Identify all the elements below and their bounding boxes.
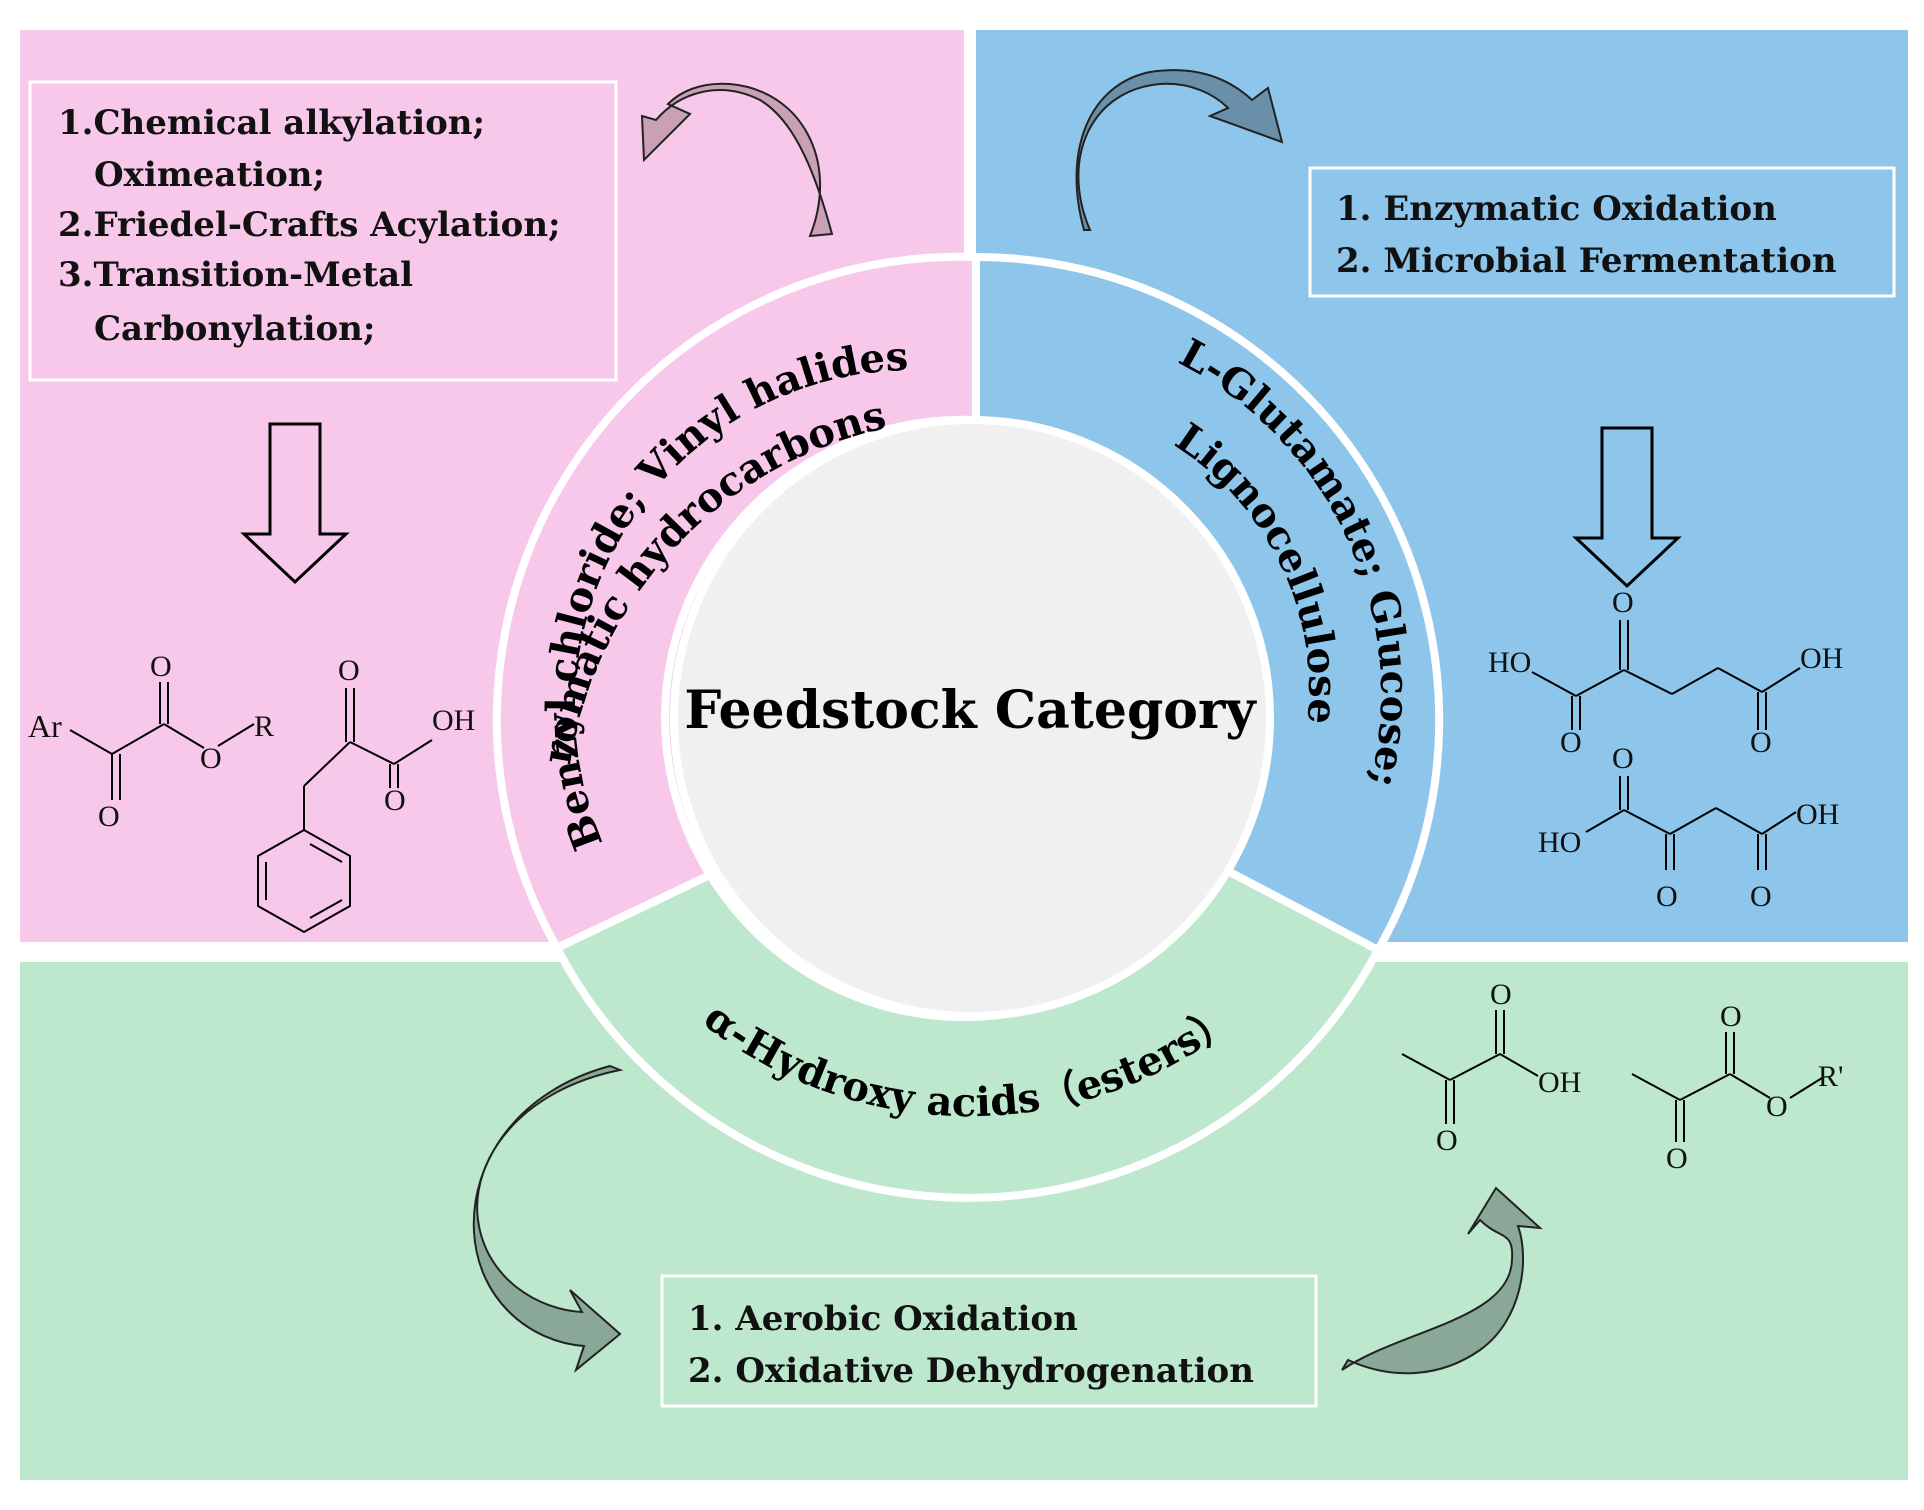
blue-method-box bbox=[1308, 166, 1896, 298]
atom-oh-green: OH bbox=[1538, 1066, 1581, 1099]
atom-o-green-4: O bbox=[1666, 1142, 1688, 1175]
atom-ho-blue-2: HO bbox=[1538, 826, 1581, 859]
atom-o-green-2: O bbox=[1436, 1124, 1458, 1157]
atom-o-blue-5: O bbox=[1656, 880, 1678, 913]
atom-o-blue-4: O bbox=[1612, 742, 1634, 775]
down-arrow-blue bbox=[1572, 426, 1682, 589]
atom-oh-blue-1: OH bbox=[1800, 642, 1843, 675]
atom-o-pink-4: O bbox=[338, 654, 360, 687]
ring-sector-pink bbox=[492, 252, 980, 954]
curved-arrow-pink bbox=[640, 82, 834, 238]
center-circle bbox=[670, 416, 1274, 1020]
phenylpyruvic-acid-structure bbox=[257, 688, 433, 934]
green-method-2: 2. Oxidative Dehydrogenation bbox=[688, 1351, 1254, 1391]
blue-method-1: 1. Enzymatic Oxidation bbox=[1336, 189, 1777, 229]
atom-oh-blue-2: OH bbox=[1796, 798, 1839, 831]
atom-o-blue-1: O bbox=[1612, 586, 1634, 619]
curved-arrow-blue bbox=[1075, 69, 1284, 231]
pink-method-2: 2.Friedel-Crafts Acylation; bbox=[58, 205, 561, 245]
atom-o-blue-3: O bbox=[1750, 726, 1772, 759]
pink-method-1: 1.Chemical alkylation; bbox=[58, 103, 485, 143]
atom-o-pink-2: O bbox=[98, 800, 120, 833]
pink-method-3: 3.Transition-Metal bbox=[58, 255, 413, 295]
green-method-box bbox=[660, 1274, 1318, 1408]
alpha-ketoglutaric-acid-structure bbox=[1531, 620, 1801, 730]
blue-method-2: 2. Microbial Fermentation bbox=[1336, 241, 1837, 281]
atom-oh-pink: OH bbox=[432, 704, 475, 737]
curved-arrow-green-left bbox=[472, 1064, 624, 1373]
atom-r: R bbox=[254, 710, 274, 743]
pink-method-1b: Oximeation; bbox=[94, 155, 325, 195]
down-arrow-pink bbox=[240, 422, 350, 585]
atom-o-blue-6: O bbox=[1750, 880, 1772, 913]
pyruvate-ester-structure bbox=[1631, 1032, 1823, 1142]
aryl-keto-ester-structure bbox=[69, 682, 255, 800]
atom-o-pink-5: O bbox=[384, 784, 406, 817]
atom-ho-blue-1: HO bbox=[1488, 646, 1531, 679]
atom-o-blue-2: O bbox=[1560, 726, 1582, 759]
green-method-1: 1. Aerobic Oxidation bbox=[688, 1299, 1078, 1339]
atom-ar: Ar bbox=[28, 708, 62, 744]
atom-o-green-3: O bbox=[1720, 1000, 1742, 1033]
pink-method-box bbox=[28, 80, 618, 382]
curved-arrow-green-right bbox=[1341, 1186, 1543, 1375]
atom-o-green-1: O bbox=[1490, 978, 1512, 1011]
atom-o-green-5: O bbox=[1766, 1090, 1788, 1123]
atom-o-pink-3: O bbox=[200, 742, 222, 775]
oxaloacetic-acid-structure bbox=[1585, 776, 1797, 870]
atom-o-pink-1: O bbox=[150, 650, 172, 683]
pink-method-3b: Carbonylation; bbox=[94, 309, 375, 349]
pyruvic-acid-structure bbox=[1401, 1010, 1539, 1124]
atom-r-prime: R' bbox=[1818, 1060, 1843, 1093]
center-label: Feedstock Category bbox=[684, 680, 1257, 741]
